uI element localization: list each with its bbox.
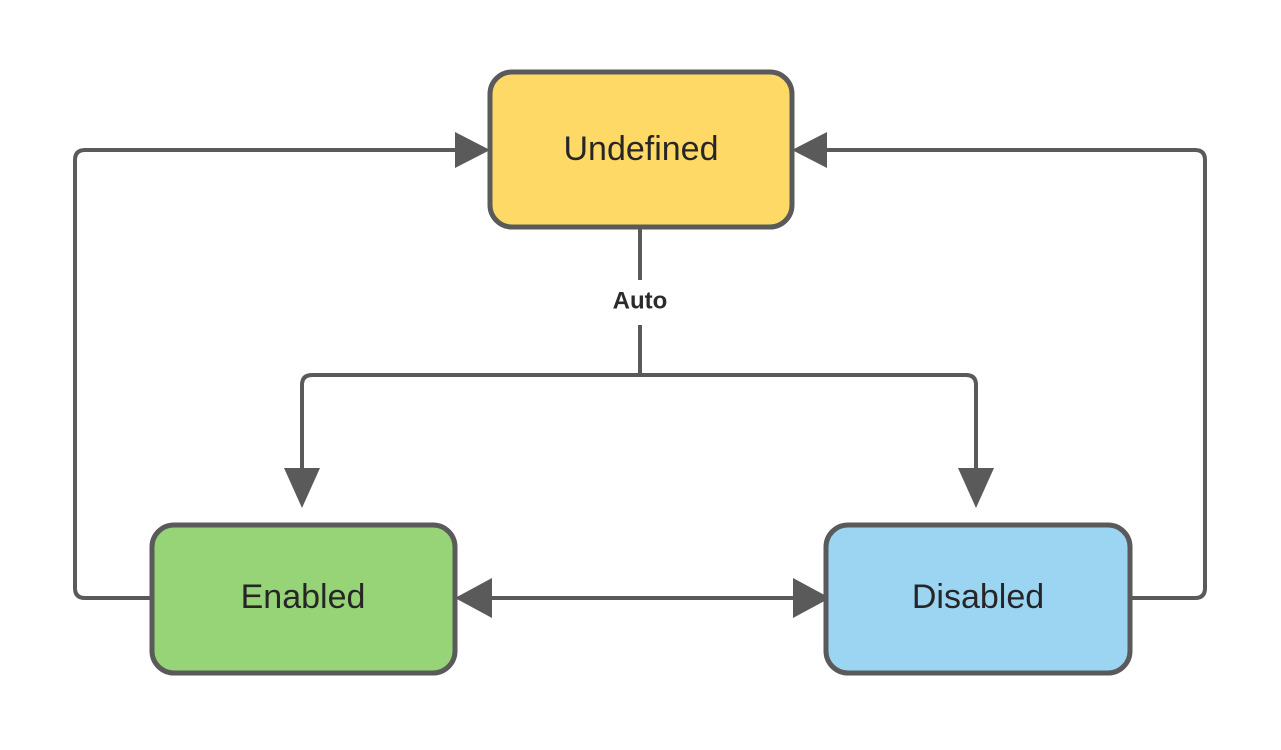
node-disabled[interactable]: Disabled bbox=[823, 522, 1133, 676]
edge-to-enabled-arrowhead bbox=[455, 578, 492, 618]
edge-auto-to-enabled-arrowhead bbox=[284, 468, 320, 508]
edge-enabled-to-undefined-path bbox=[73, 148, 455, 600]
edge-undefined-auto-branch: Auto bbox=[284, 227, 994, 508]
edge-disabled-to-undefined-path bbox=[827, 148, 1207, 600]
edge-disabled-to-undefined-arrowhead bbox=[792, 132, 827, 168]
edge-auto-branch-left bbox=[300, 373, 640, 468]
edge-auto-branch-right bbox=[640, 373, 978, 468]
node-enabled[interactable]: Enabled bbox=[149, 522, 458, 676]
edge-auto-to-disabled-arrowhead bbox=[958, 468, 994, 508]
node-disabled-shape[interactable] bbox=[823, 522, 1133, 676]
node-undefined-label: Undefined bbox=[563, 130, 718, 168]
node-disabled-label: Disabled bbox=[912, 578, 1044, 616]
edge-label-auto: Auto bbox=[613, 287, 668, 314]
edge-enabled-to-undefined bbox=[73, 132, 490, 600]
edge-disabled-to-undefined bbox=[792, 132, 1207, 600]
node-enabled-label: Enabled bbox=[241, 578, 366, 616]
edge-to-disabled-arrowhead bbox=[793, 578, 830, 618]
edge-enabled-disabled-bidirectional bbox=[455, 578, 830, 618]
edge-enabled-to-undefined-arrowhead bbox=[455, 132, 490, 168]
node-undefined[interactable]: Undefined bbox=[487, 69, 795, 230]
node-undefined-shape[interactable] bbox=[487, 69, 795, 230]
node-enabled-shape[interactable] bbox=[149, 522, 458, 676]
